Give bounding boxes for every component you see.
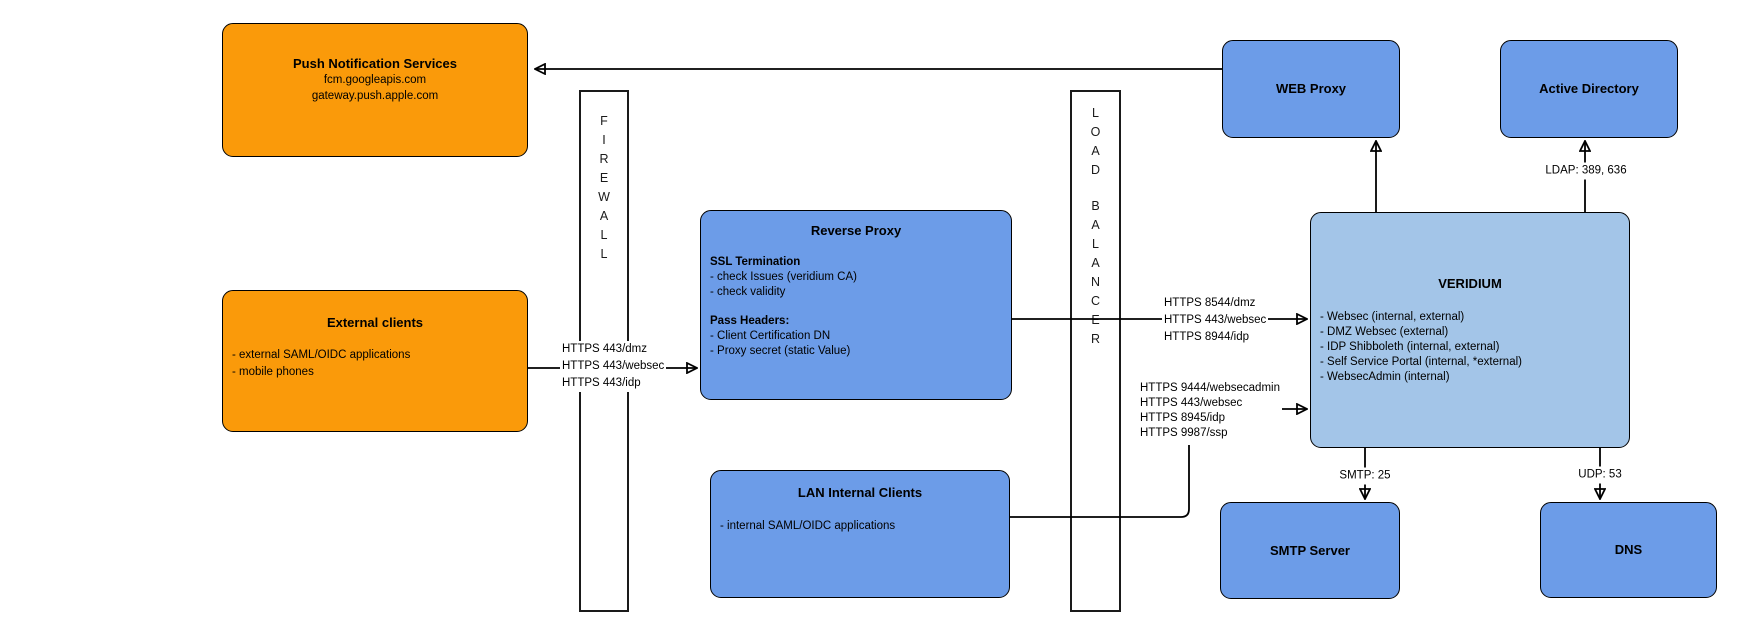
- port-label: HTTPS 443/idp: [562, 377, 641, 389]
- port-label: HTTPS 9444/websecadmin: [1140, 382, 1280, 394]
- push-notification-host-apple: gateway.push.apple.com: [311, 90, 439, 102]
- node-reverse-proxy: Reverse Proxy SSL Termination - check Is…: [700, 210, 1012, 400]
- reverse-proxy-item: - check validity: [710, 286, 786, 298]
- push-notification-host-fcm: fcm.googleapis.com: [323, 74, 427, 86]
- port-label: HTTPS 443/dmz: [562, 343, 647, 355]
- external-clients-item: - mobile phones: [232, 366, 314, 378]
- push-notification-title: Push Notification Services: [293, 56, 457, 71]
- veridium-service: - Self Service Portal (internal, *extern…: [1320, 355, 1522, 368]
- dns-title: DNS: [1614, 542, 1643, 557]
- label-external-to-reverse-proxy: HTTPS 443/dmz HTTPS 443/websec HTTPS 443…: [560, 341, 667, 392]
- port-label: HTTPS 8944/idp: [1164, 331, 1250, 343]
- reverse-proxy-item: - check Issues (veridium CA): [710, 271, 857, 283]
- label-ldap-ports: LDAP: 389, 636: [1543, 162, 1629, 180]
- veridium-service: - DMZ Websec (external): [1320, 325, 1449, 338]
- reverse-proxy-section-heading: Pass Headers:: [710, 315, 790, 327]
- reverse-proxy-section-heading: SSL Termination: [710, 256, 801, 268]
- web-proxy-title: WEB Proxy: [1275, 81, 1347, 96]
- node-web-proxy: WEB Proxy: [1222, 40, 1400, 138]
- label-lan-to-veridium: HTTPS 9444/websecadmin HTTPS 443/websec …: [1138, 381, 1282, 441]
- node-dns: DNS: [1540, 502, 1717, 598]
- reverse-proxy-item: - Client Certification DN: [710, 330, 831, 342]
- port-label: HTTPS 8544/dmz: [1164, 297, 1256, 309]
- label-udp-port: UDP: 53: [1576, 466, 1624, 484]
- active-directory-title: Active Directory: [1539, 81, 1639, 96]
- reverse-proxy-item: - Proxy secret (static Value): [710, 345, 851, 357]
- node-push-notification-services: Push Notification Services fcm.googleapi…: [222, 23, 528, 157]
- node-active-directory: Active Directory: [1500, 40, 1678, 138]
- veridium-service: - Websec (internal, external): [1320, 310, 1465, 323]
- node-smtp-server: SMTP Server: [1220, 502, 1400, 599]
- external-clients-item: - external SAML/OIDC applications: [232, 349, 411, 361]
- port-label: HTTPS 8945/idp: [1140, 412, 1226, 424]
- node-veridium: VERIDIUM - Websec (internal, external) -…: [1310, 212, 1630, 448]
- veridium-service: - IDP Shibboleth (internal, external): [1320, 340, 1500, 353]
- label-smtp-port: SMTP: 25: [1337, 467, 1393, 485]
- reverse-proxy-title: Reverse Proxy: [810, 223, 902, 238]
- port-label: HTTPS 443/websec: [562, 360, 665, 372]
- external-clients-title: External clients: [326, 315, 424, 330]
- port-label: HTTPS 443/websec: [1140, 397, 1243, 409]
- node-external-clients: External clients - external SAML/OIDC ap…: [222, 290, 528, 432]
- veridium-title: VERIDIUM: [1438, 275, 1502, 291]
- port-label: HTTPS 443/websec: [1164, 314, 1267, 326]
- port-label: HTTPS 9987/ssp: [1140, 427, 1228, 439]
- veridium-service: - WebsecAdmin (internal): [1320, 370, 1450, 383]
- label-reverse-proxy-to-veridium: HTTPS 8544/dmz HTTPS 443/websec HTTPS 89…: [1162, 295, 1269, 346]
- smtp-server-title: SMTP Server: [1270, 542, 1350, 558]
- lan-internal-clients-title: LAN Internal Clients: [797, 485, 923, 500]
- lan-internal-clients-item: - internal SAML/OIDC applications: [720, 520, 896, 532]
- node-lan-internal-clients: LAN Internal Clients - internal SAML/OID…: [710, 470, 1010, 598]
